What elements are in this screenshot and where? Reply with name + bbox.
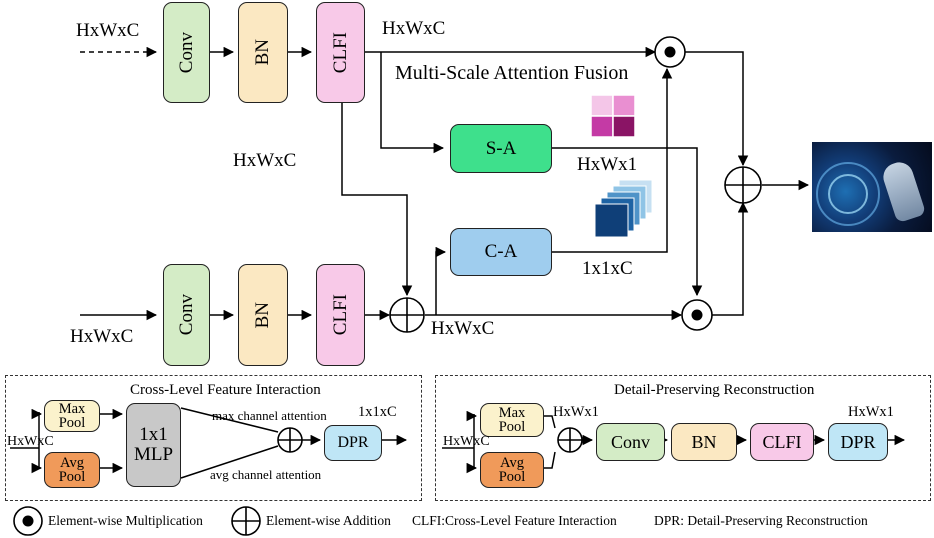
legend-clfi-label: CLFI:Cross-Level Feature Interaction (412, 513, 617, 528)
bn-block-bottom: BN (238, 264, 288, 366)
legend-multiply-icon (13, 506, 43, 536)
cfi-panel (5, 375, 422, 501)
spatial-attention-block: S-A (450, 124, 552, 173)
add-op-fusion (724, 166, 762, 204)
bottom-output-label: HxWxC (431, 318, 495, 339)
to-sa-arrow (380, 52, 445, 154)
mult-op-bottom (681, 299, 713, 331)
cfi-input-label: HxWxC (7, 434, 54, 449)
legend-add-icon (231, 506, 261, 536)
sa-to-mult-bottom (552, 147, 703, 297)
dpr-dpr-block: DPR (828, 423, 888, 461)
mult-top-to-add (685, 51, 749, 167)
dpr-dims-in-label: HxWx1 (553, 404, 599, 420)
top-input-label: HxWxC (76, 20, 140, 41)
top-output-label: HxWxC (382, 18, 446, 39)
bn-top-label: BN (252, 39, 274, 66)
avgpool-to-add (544, 451, 556, 469)
bn-block-top: BN (238, 2, 288, 103)
dpr-bn-block: BN (671, 423, 737, 461)
clfi-down-to-add (341, 103, 413, 297)
legend-dpr-label: DPR: Detail-Preserving Reconstruction (654, 513, 868, 528)
add-op-cfi (277, 427, 303, 453)
mult-op-top (654, 36, 686, 68)
channel-attention-stack-icon (594, 179, 653, 238)
dpr-clfi-block: CLFI (750, 423, 814, 461)
clfi-top-label: CLFI (329, 31, 351, 74)
mult-bottom-to-add (712, 201, 749, 316)
middle-dims-label: HxWxC (233, 150, 297, 171)
clfi-block-bottom: CLFI (316, 264, 365, 366)
ca-to-mult-top (552, 67, 673, 253)
add-op-dpr (557, 427, 583, 453)
conv-top-label: Conv (175, 31, 197, 74)
cfi-max-pool-block: Max Pool (44, 400, 100, 432)
bn-bottom-label: BN (252, 301, 274, 329)
maxpool-to-add (544, 415, 556, 429)
channel-attention-block: C-A (450, 228, 552, 276)
dpr-input-label: HxWxC (443, 434, 490, 449)
avg-attention-label: avg channel attention (210, 467, 322, 482)
cfi-dims-label: 1x1xC (358, 404, 397, 420)
cfi-avg-pool-block: Avg Pool (44, 452, 100, 488)
clfi-block-top: CLFI (316, 2, 365, 103)
conv-bottom-label: Conv (175, 294, 197, 336)
dpr-panel (435, 375, 931, 501)
cfi-dpr-block: DPR (324, 425, 382, 461)
legend-multiply-label: Element-wise Multiplication (48, 513, 203, 528)
mlp-block: 1x1 MLP (126, 403, 181, 487)
avg-attention-line (180, 445, 279, 479)
max-attention-line (180, 407, 279, 433)
max-attention-label: max channel attention (212, 408, 327, 423)
conv-block-top: Conv (163, 2, 210, 103)
dpr-dims-out-label: HxWx1 (848, 404, 894, 420)
ca-dims-label: 1x1xC (582, 258, 633, 279)
add-op-bottom (389, 297, 425, 333)
dpr-avg-pool-block: Avg Pool (480, 452, 544, 488)
conv-block-bottom: Conv (163, 264, 210, 366)
bottom-input-label: HxWxC (70, 326, 134, 347)
hud-ring-outer (816, 162, 880, 226)
output-image (812, 142, 932, 232)
clfi-bottom-label: CLFI (329, 294, 351, 336)
dpr-max-pool-block: Max Pool (480, 403, 544, 437)
sa-dims-label: HxWx1 (577, 154, 638, 175)
diagram-title: Multi-Scale Attention Fusion (395, 62, 629, 84)
hand-icon (879, 158, 927, 224)
to-ca-arrow (435, 246, 447, 315)
hud-ring-inner (828, 174, 868, 214)
cfi-panel-title: Cross-Level Feature Interaction (130, 382, 321, 398)
legend-add-label: Element-wise Addition (266, 513, 391, 528)
dpr-conv-block: Conv (596, 423, 665, 461)
dpr-panel-title: Detail-Preserving Reconstruction (614, 382, 815, 398)
spatial-attention-map-icon (590, 94, 636, 138)
